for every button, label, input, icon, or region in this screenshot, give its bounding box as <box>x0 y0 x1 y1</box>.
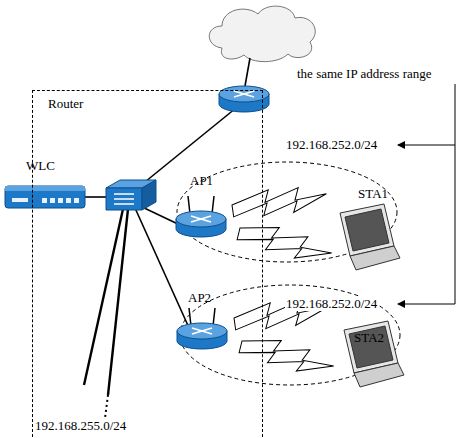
device-label-box: AP2 <box>186 290 214 305</box>
device-name: WLC <box>26 158 55 173</box>
internet-cloud <box>209 6 315 62</box>
subnet-label: 192.168.252.0/24 <box>285 296 378 311</box>
device-label-box: STA1 <box>356 186 391 201</box>
subnet-label: 192.168.255.0/24 <box>34 418 127 433</box>
laptop-icon <box>340 204 400 270</box>
device-name: AP1 <box>190 173 213 188</box>
laptop-icon <box>344 321 404 387</box>
device-name: STA2 <box>354 330 384 345</box>
wires <box>84 58 250 426</box>
bracket-arrow <box>398 84 455 304</box>
switch-icon <box>106 180 156 210</box>
subnet-label: 192.168.252.0/24 <box>285 137 378 152</box>
device-label-box: WLC <box>24 158 57 173</box>
wlc-device <box>5 186 85 208</box>
device-label-box: STA2 <box>352 330 387 345</box>
device-name: STA1 <box>358 186 388 201</box>
access-point-icon <box>177 308 227 349</box>
region-title: Router <box>48 96 83 111</box>
access-point-icon <box>176 196 226 237</box>
wireless-link <box>231 182 337 380</box>
note: the same IP address range <box>296 66 433 81</box>
device-label-box: AP1 <box>188 173 216 188</box>
router-region: RouterWLCAP1AP2 <box>32 90 263 438</box>
device-name: AP2 <box>188 290 211 305</box>
